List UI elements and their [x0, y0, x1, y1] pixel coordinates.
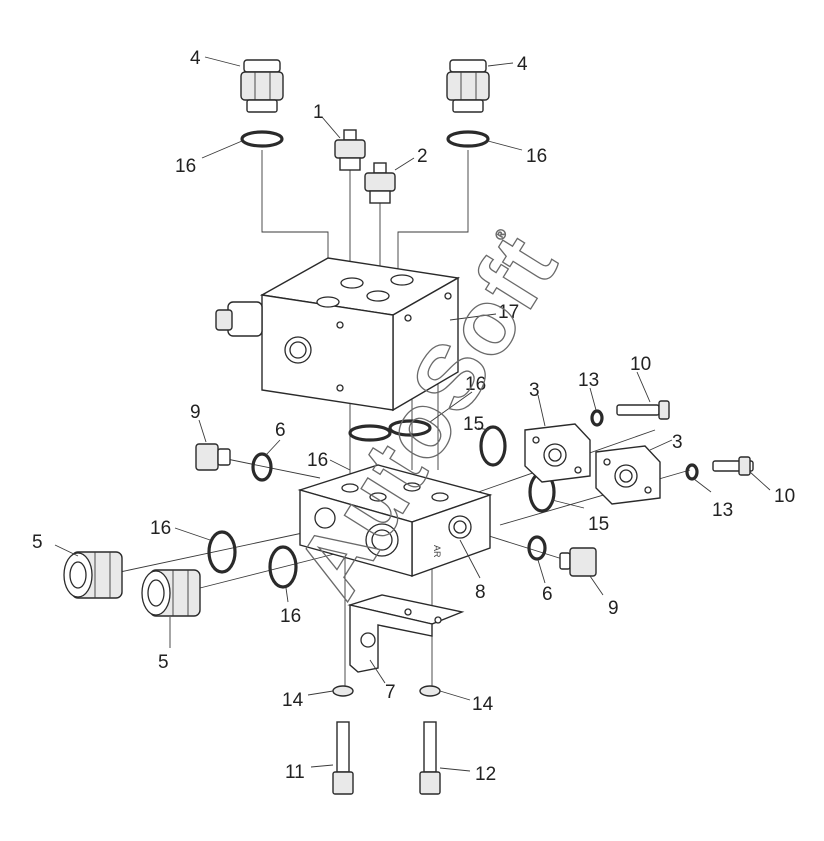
o-ring-15-upper — [479, 425, 507, 467]
washer-14-left — [332, 685, 354, 697]
valve-block-17 — [215, 257, 461, 412]
callout-4-left: 4 — [190, 48, 201, 69]
callout-15-upper: 15 — [463, 414, 484, 435]
washer-13-lower — [685, 463, 699, 481]
block-engraving: AR — [432, 545, 442, 558]
plug-9-left — [195, 443, 231, 471]
callout-5-upper: 5 — [32, 532, 43, 553]
callout-10-upper: 10 — [630, 354, 651, 375]
callout-16-top-right: 16 — [526, 146, 547, 167]
flange-3-a — [524, 423, 591, 483]
o-ring-16-mid-b — [388, 419, 432, 437]
fitting-4-left — [240, 59, 284, 113]
o-ring-16-left-a — [207, 530, 237, 574]
fitting-5-lower — [141, 569, 201, 617]
callout-2: 2 — [417, 146, 428, 167]
bolt-10-upper — [616, 400, 670, 420]
callout-13-upper: 13 — [578, 370, 599, 391]
callout-17: 17 — [498, 302, 519, 323]
washer-6-left — [251, 452, 273, 482]
callout-4-right: 4 — [517, 54, 528, 75]
o-ring-16-left-b — [268, 545, 298, 589]
manifold-block-8: AR — [297, 464, 493, 577]
callout-16-top-left: 16 — [175, 156, 196, 177]
callout-1: 1 — [313, 102, 324, 123]
callout-9-left: 9 — [190, 402, 201, 423]
bolt-11 — [332, 721, 354, 795]
callout-labels: 4 4 1 2 16 16 17 16 16 9 6 15 15 3 3 13 … — [32, 48, 795, 785]
callout-6-left: 6 — [275, 420, 286, 441]
callout-16-mid-right: 16 — [465, 374, 486, 395]
o-ring-16-top-right — [446, 130, 490, 148]
callout-6-right: 6 — [542, 584, 553, 605]
callout-10-lower: 10 — [774, 486, 795, 507]
callout-5-lower: 5 — [158, 652, 169, 673]
callout-3-a: 3 — [529, 380, 540, 401]
callout-14-left: 14 — [282, 690, 304, 711]
callout-13-lower: 13 — [712, 500, 733, 521]
callout-16-left-b: 16 — [280, 606, 301, 627]
callout-16-left-a: 16 — [150, 518, 171, 539]
callout-3-b: 3 — [672, 432, 683, 453]
callout-9-right: 9 — [608, 598, 619, 619]
bolt-12 — [419, 721, 441, 795]
callout-leaders — [54, 56, 771, 772]
callout-12: 12 — [475, 764, 496, 785]
o-ring-16-top-left — [240, 130, 284, 148]
fitting-2 — [364, 162, 396, 204]
callout-14-right: 14 — [472, 694, 494, 715]
washer-6-right — [527, 535, 547, 561]
flange-3-b — [595, 445, 661, 505]
callout-8: 8 — [475, 582, 486, 603]
washer-13-upper — [590, 409, 604, 427]
fitting-5-upper — [63, 551, 123, 599]
bracket-7 — [347, 594, 465, 673]
o-ring-16-mid-a — [348, 424, 392, 442]
callout-11: 11 — [285, 762, 305, 783]
callout-15-lower: 15 — [588, 514, 609, 535]
callout-16-mid-left: 16 — [307, 450, 328, 471]
bolt-10-lower — [712, 456, 754, 476]
washer-14-right — [419, 685, 441, 697]
plug-9-right — [559, 547, 597, 577]
callout-7: 7 — [385, 682, 396, 703]
fitting-1 — [334, 129, 366, 171]
fitting-4-right — [446, 59, 490, 113]
